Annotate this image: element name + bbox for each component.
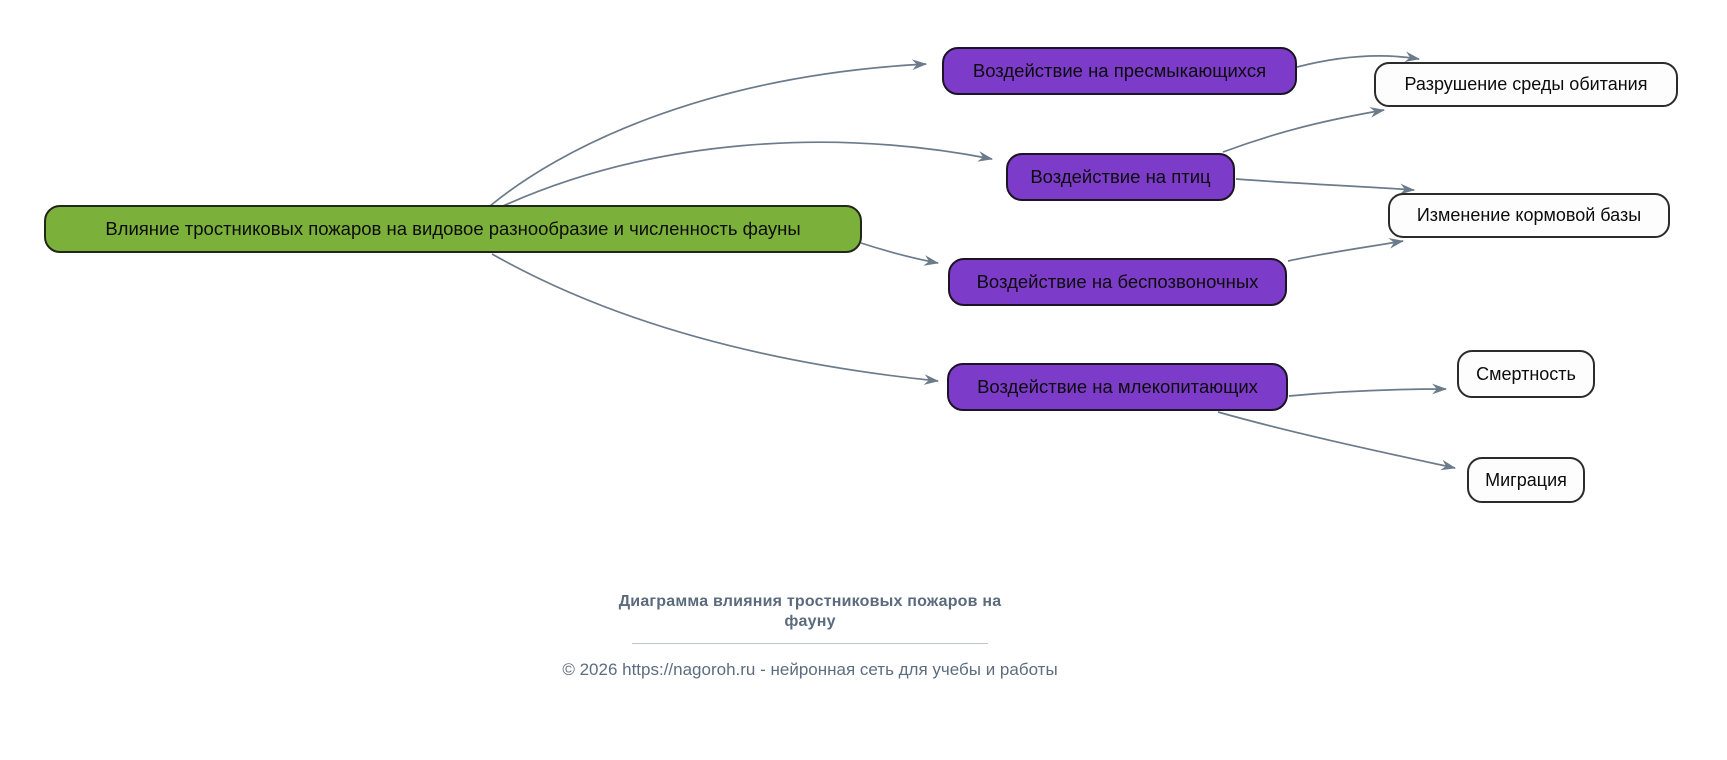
caption-divider <box>632 643 988 644</box>
caption-line-1: Диаграмма влияния тростниковых пожаров н… <box>618 593 1002 610</box>
node-category-invertebrates[interactable]: Воздействие на беспозвоночных <box>948 258 1287 306</box>
edge-invertebrates-to-food <box>1287 238 1405 262</box>
edge-mammals-to-mortality <box>1288 383 1448 397</box>
diagram-caption: Диаграмма влияния тростниковых пожаров н… <box>520 592 1100 632</box>
edge-mammals-to-migration <box>1217 411 1457 471</box>
node-root-label: Влияние тростниковых пожаров на видовое … <box>105 218 801 239</box>
diagram-footer: Диаграмма влияния тростниковых пожаров н… <box>520 592 1100 680</box>
node-category-label: Воздействие на млекопитающих <box>977 376 1258 397</box>
node-category-label: Воздействие на птиц <box>1030 166 1211 187</box>
node-category-birds[interactable]: Воздействие на птиц <box>1006 153 1235 201</box>
node-category-mammals[interactable]: Воздействие на млекопитающих <box>947 363 1288 411</box>
edge-birds-to-food <box>1235 178 1416 195</box>
caption-line-2: фауну <box>784 613 836 630</box>
node-category-label: Воздействие на беспозвоночных <box>976 271 1259 292</box>
node-category-label: Воздействие на пресмыкающихся <box>972 60 1267 81</box>
copyright-text: © 2026 https://nagoroh.ru - нейронная се… <box>562 660 1058 679</box>
node-effect-label: Изменение кормовой базы <box>1416 205 1642 225</box>
edge-root-to-birds <box>502 141 994 207</box>
node-effect-label: Миграция <box>1485 469 1567 490</box>
node-effect-food-base-change[interactable]: Изменение кормовой базы <box>1388 193 1670 238</box>
node-effect-label: Смертность <box>1476 363 1576 384</box>
edge-root-to-reptiles <box>489 59 928 207</box>
node-category-reptiles[interactable]: Воздействие на пресмыкающихся <box>942 47 1297 95</box>
node-effect-migration[interactable]: Миграция <box>1467 457 1585 503</box>
node-root[interactable]: Влияние тростниковых пожаров на видовое … <box>44 205 862 253</box>
node-effect-label: Разрушение среды обитания <box>1404 74 1648 94</box>
node-effect-habitat-destruction[interactable]: Разрушение среды обитания <box>1374 62 1678 107</box>
edge-root-to-invertebrates <box>860 242 940 266</box>
edge-birds-to-habitat <box>1222 107 1386 153</box>
node-effect-mortality[interactable]: Смертность <box>1457 350 1595 398</box>
edge-root-to-mammals <box>491 253 940 385</box>
